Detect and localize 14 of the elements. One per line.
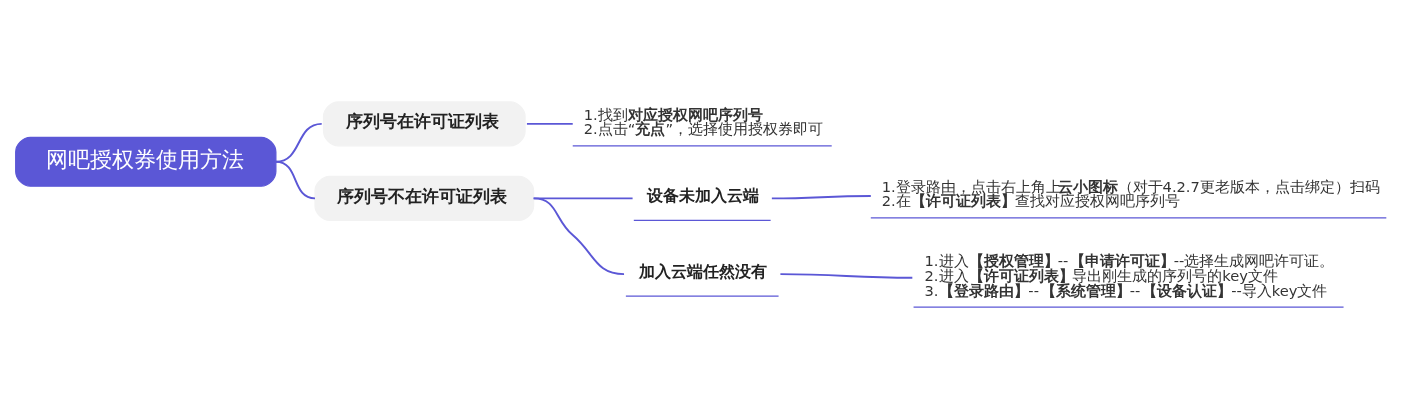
node-text: 1.进入【授权管理】--【申请许可证】--选择生成网吧许可证。 2.进入【许可证列表】导出刚生成的序列号的key文件 3.【登录路由】--【系统管理】--【设备认证】--导入key文件 <box>924 251 1335 299</box>
node-text: 1.登录路由，点击右上角上云小图标（对于4.2.7更老版本，点击绑定）扫码 2.在【许可证列表】查找对应授权网吧序列号 <box>881 177 1380 209</box>
node-text: 加入云端任然没有 <box>639 261 768 281</box>
node-box: 序列号不在许可证列表 <box>314 175 535 221</box>
connector <box>532 196 625 275</box>
connector <box>779 272 914 279</box>
node-text: 1.找到对应授权网吧序列号 2.点击“充点”，选择使用授权券即可 <box>583 105 824 137</box>
connector <box>274 160 316 199</box>
connector <box>532 196 634 199</box>
node-box: 序列号在许可证列表 <box>322 100 526 146</box>
connector <box>525 122 574 125</box>
node-text: 设备未加入云端 <box>647 185 760 205</box>
connector <box>770 194 872 199</box>
node-box: 网吧授权券使用方法 <box>15 136 277 187</box>
